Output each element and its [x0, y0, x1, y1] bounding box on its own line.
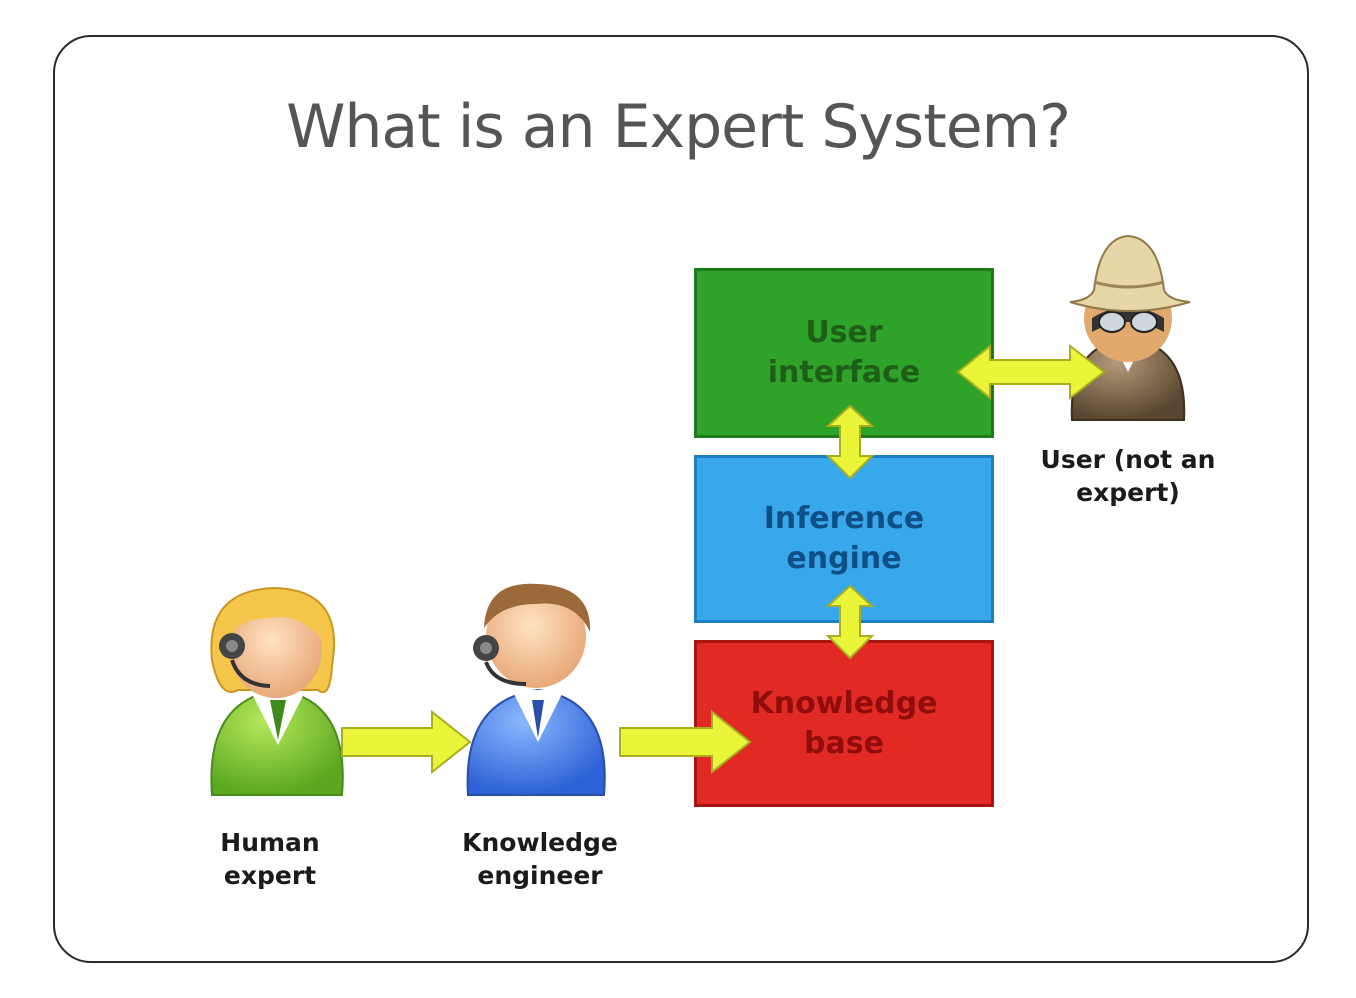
user-icon — [1069, 234, 1191, 421]
knowledge-base-label: Knowledge base — [750, 685, 938, 761]
slide-frame — [53, 35, 1309, 963]
knowledge-engineer-icon — [466, 583, 606, 796]
inference-engine-label: Inference engine — [763, 501, 925, 576]
arrow-interface-inference-bidirectional — [825, 404, 875, 480]
arrow-inference-knowledge-bidirectional — [825, 584, 875, 660]
page-title: What is an Expert System? — [286, 92, 1071, 162]
human-expert-label: Human expert — [220, 828, 320, 890]
arrow-engineer-to-knowledge-base — [619, 709, 752, 775]
human-expert-icon — [210, 586, 344, 796]
user-interface-label: User interface — [767, 315, 921, 390]
knowledge-engineer-label: Knowledge engineer — [462, 828, 618, 890]
arrow-interface-user-bidirectional — [956, 343, 1106, 401]
arrow-expert-to-engineer — [341, 709, 472, 775]
user-label: User (not an expert) — [1040, 445, 1216, 507]
knowledge-base-block: Knowledge base — [694, 640, 994, 807]
